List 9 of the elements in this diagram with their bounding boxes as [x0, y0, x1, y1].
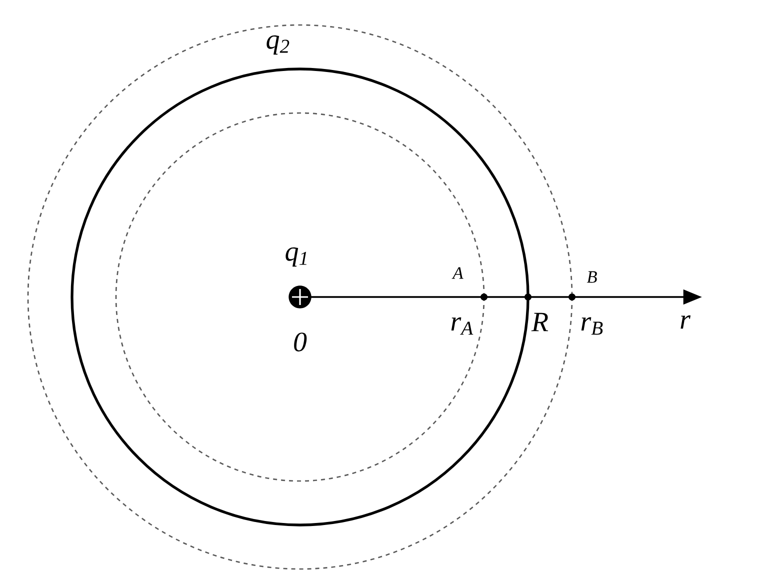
axis-label: r	[680, 315, 691, 329]
radius-label: r$_{A}$	[451, 317, 474, 335]
charge-label: q$_{1}$	[286, 247, 306, 267]
charge-symbol	[288, 286, 312, 308]
shell-charge-label: q$_{2}$	[266, 35, 290, 55]
radius-label: r$_{B}$	[581, 317, 603, 335]
point-label: B	[586, 271, 597, 283]
point-label: A	[452, 267, 464, 279]
radius-label: R	[531, 312, 548, 332]
